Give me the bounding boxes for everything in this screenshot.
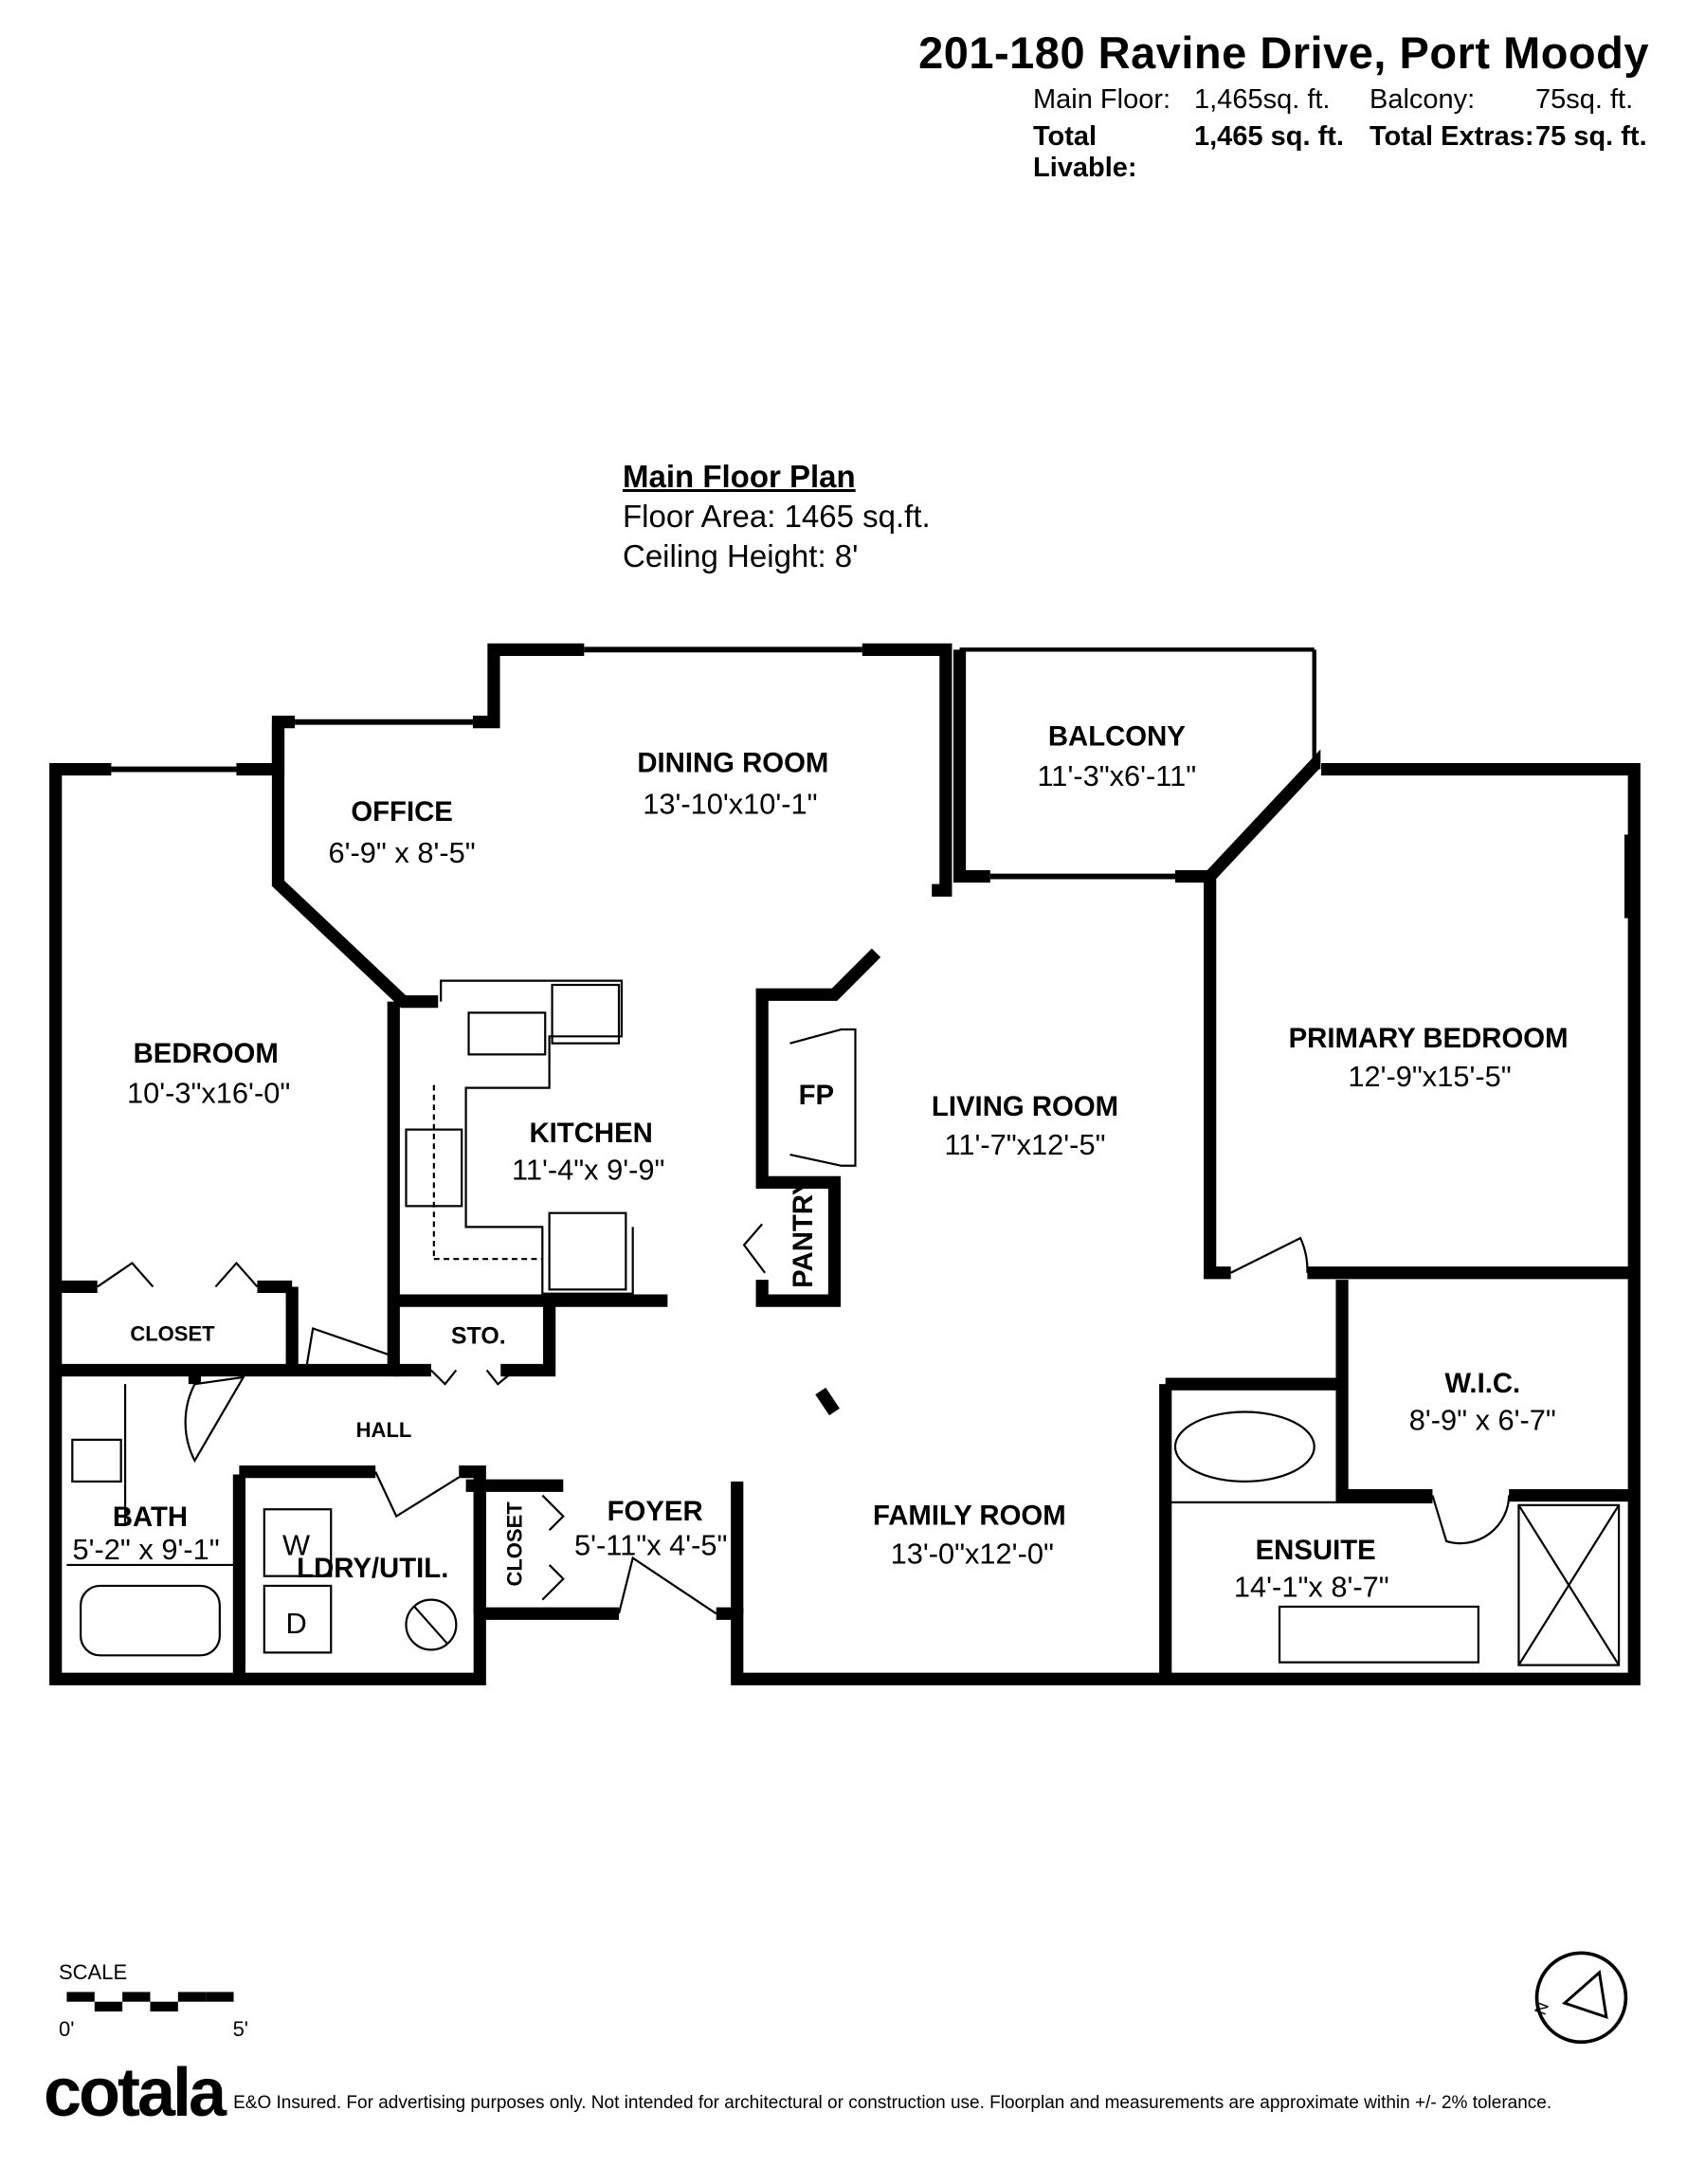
family-room-dim: 13'-0"x12'-0"	[891, 1537, 1054, 1570]
dining-room-dim: 13'-10'x10'-1"	[643, 788, 817, 821]
listing-header: 201-180 Ravine Drive, Port Moody Main Fl…	[918, 27, 1649, 184]
ensuite-dim: 14'-1"x 8'-7"	[1234, 1571, 1389, 1604]
dryer-label: D	[285, 1607, 306, 1640]
total-extras-label: Total Extras:	[1370, 121, 1534, 152]
north-arrow-icon: N	[1531, 1951, 1628, 2045]
total-extras-value: 75 sq. ft.	[1535, 121, 1647, 152]
fixtures	[66, 646, 1630, 1666]
wic-name: W.I.C.	[1444, 1368, 1520, 1399]
pantry-label: PANTRY	[788, 1176, 819, 1288]
foyer-closet-label: CLOSET	[502, 1502, 526, 1587]
foyer-name: FOYER	[608, 1496, 703, 1527]
bath-name: BATH	[113, 1502, 188, 1533]
bath-dim: 5'-2" x 9'-1"	[72, 1533, 219, 1566]
storage-label: STO.	[451, 1323, 506, 1350]
address-title: 201-180 Ravine Drive, Port Moody	[918, 27, 1649, 78]
balcony-value: 75sq. ft.	[1535, 84, 1634, 115]
balcony-label: Balcony:	[1370, 84, 1476, 115]
hall-label: HALL	[356, 1418, 412, 1442]
bedroom-name: BEDROOM	[134, 1038, 279, 1069]
wic-dim: 8'-9" x 6'-7"	[1409, 1404, 1556, 1437]
primary-bedroom-dim: 12'-9"x15'-5"	[1348, 1060, 1511, 1093]
living-room-name: LIVING ROOM	[932, 1091, 1118, 1122]
washer-label: W	[282, 1529, 310, 1562]
balcony-name: BALCONY	[1048, 721, 1186, 753]
main-floor-value: 1,465sq. ft.	[1194, 84, 1331, 115]
kitchen-name: KITCHEN	[529, 1118, 652, 1149]
laundry-name: LDRY/UTIL.	[297, 1553, 448, 1584]
ceiling-height: Ceiling Height: 8'	[623, 538, 859, 573]
office-name: OFFICE	[351, 796, 453, 828]
scale-start: 0'	[59, 2017, 75, 2041]
plan-title: Main Floor Plan	[623, 459, 856, 494]
ensuite-name: ENSUITE	[1256, 1535, 1376, 1566]
scale-end: 5'	[232, 2017, 248, 2041]
total-livable-value: 1,465 sq. ft.	[1194, 121, 1344, 152]
foyer-dim: 5'-11"x 4'-5"	[574, 1529, 727, 1562]
family-room-name: FAMILY ROOM	[873, 1500, 1066, 1531]
fireplace-label: FP	[799, 1080, 834, 1111]
floor-area: Floor Area: 1465 sq.ft.	[623, 499, 931, 534]
scale-bar	[66, 1992, 234, 2011]
living-room-dim: 11'-7"x12'-5"	[944, 1128, 1105, 1161]
bedroom-closet-label: CLOSET	[130, 1322, 215, 1346]
balcony-dim: 11'-3"x6'-11"	[1037, 759, 1196, 792]
office-dim: 6'-9" x 8'-5"	[329, 836, 476, 869]
scale-legend: SCALE 0' 5'	[59, 1960, 248, 2042]
dining-room-name: DINING ROOM	[637, 747, 828, 778]
footer: cotala E&O Insured. For advertising purp…	[44, 2055, 1552, 2131]
svg-text:N: N	[1531, 1999, 1552, 2017]
plan-heading: Main Floor Plan Floor Area: 1465 sq.ft. …	[623, 459, 931, 574]
cotala-logo: cotala	[44, 2055, 227, 2131]
bedroom-dim: 10'-3"x16'-0"	[127, 1077, 290, 1110]
primary-bedroom-name: PRIMARY BEDROOM	[1289, 1023, 1569, 1054]
kitchen-dim: 11'-4"x 9'-9"	[512, 1153, 664, 1186]
walls	[49, 643, 1641, 1685]
room-labels: DINING ROOM 13'-10'x10'-1" BALCONY 11'-3…	[72, 721, 1568, 1640]
disclaimer: E&O Insured. For advertising purposes on…	[233, 2093, 1552, 2113]
main-floor-label: Main Floor:	[1033, 84, 1171, 115]
scale-label: SCALE	[59, 1960, 128, 1984]
total-livable-label: Total Livable:	[1033, 121, 1137, 183]
